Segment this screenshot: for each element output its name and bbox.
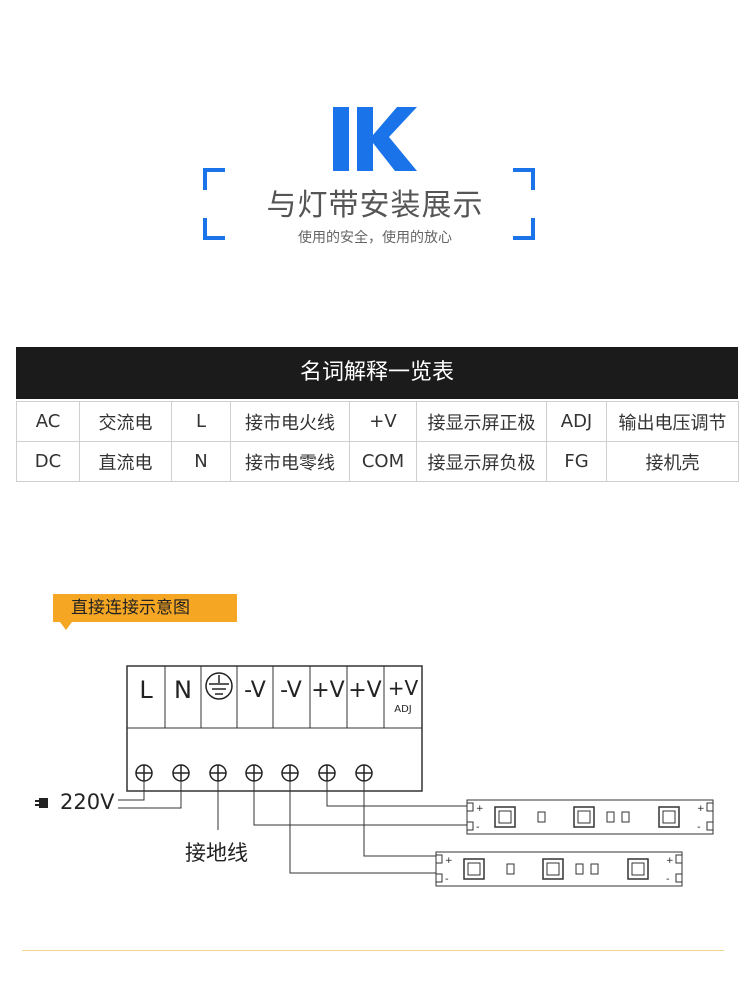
terminal-label-minus-v-2: -V: [280, 678, 302, 703]
bracket-bottom-right: [513, 218, 535, 240]
glossary-meaning: 接机壳: [606, 441, 739, 482]
glossary-meaning: 直流电: [79, 441, 172, 482]
terminal-label-minus-v-1: -V: [244, 678, 266, 703]
glossary-term: L: [171, 401, 231, 442]
strip-minus-label: -: [666, 874, 670, 885]
screw-icon: [135, 764, 153, 782]
bracket-bottom-left: [203, 218, 225, 240]
terminal-label-plus-v-1: +V: [311, 678, 344, 703]
plug-icon: [35, 798, 48, 808]
glossary-term: DC: [16, 441, 80, 482]
wiring-tag-pointer: [60, 622, 72, 630]
screw-icon: [172, 764, 190, 782]
glossary-table: AC 交流电 L 接市电火线 +V 接显示屏正极 ADJ 输出电压调节 DC 直…: [16, 401, 739, 482]
strip-minus-label: -: [445, 874, 449, 885]
screw-icon: [245, 764, 263, 782]
page-title: 与灯带安装展示: [266, 188, 484, 223]
strip-plus-label: +: [445, 856, 453, 866]
ground-symbol-icon: [205, 672, 233, 700]
brand-logo: [333, 107, 417, 171]
screw-icon: [355, 764, 373, 782]
terminal-label-plus-v-2: +V: [348, 678, 381, 703]
glossary-meaning: 交流电: [79, 401, 172, 442]
glossary-meaning: 输出电压调节: [606, 401, 739, 442]
screw-icon: [318, 764, 336, 782]
glossary-heading: 名词解释一览表: [16, 347, 738, 399]
terminal-label-n: N: [174, 676, 192, 704]
ground-wire-label: 接地线: [185, 841, 248, 865]
glossary-row: DC 直流电 N 接市电零线 COM 接显示屏负极 FG 接机壳: [16, 441, 739, 482]
glossary-term: COM: [349, 441, 417, 482]
glossary-term: +V: [349, 401, 417, 442]
glossary-meaning: 接市电火线: [230, 401, 350, 442]
led-strip-2: + - + -: [435, 851, 683, 887]
screw-icon: [209, 764, 227, 782]
wiring-tag: 直接连接示意图: [53, 594, 237, 622]
divider: [22, 950, 724, 951]
input-voltage-label: 220V: [60, 790, 115, 814]
strip-plus-label: +: [476, 804, 484, 814]
strip-plus-label: +: [697, 804, 705, 814]
terminal-label-adj: ADJ: [394, 704, 412, 715]
glossary-term: FG: [546, 441, 607, 482]
strip-minus-label: -: [476, 822, 480, 833]
glossary-term: ADJ: [546, 401, 607, 442]
wiring-diagram: L N -V -V +V +V +V ADJ: [118, 665, 714, 887]
glossary-row: AC 交流电 L 接市电火线 +V 接显示屏正极 ADJ 输出电压调节: [16, 401, 739, 442]
glossary-meaning: 接显示屏正极: [416, 401, 547, 442]
screw-icon: [281, 764, 299, 782]
glossary-term: N: [171, 441, 231, 482]
strip-plus-label: +: [666, 856, 674, 866]
terminal-label-l: L: [139, 676, 153, 704]
terminal-label-plus-v-adj: +V: [388, 676, 419, 700]
page-subtitle: 使用的安全，使用的放心: [298, 230, 452, 246]
glossary-meaning: 接市电零线: [230, 441, 350, 482]
strip-minus-label: -: [697, 822, 701, 833]
bracket-top-right: [513, 168, 535, 190]
bracket-top-left: [203, 168, 225, 190]
glossary-term: AC: [16, 401, 80, 442]
glossary-meaning: 接显示屏负极: [416, 441, 547, 482]
led-strip-1: + - + -: [466, 799, 714, 835]
